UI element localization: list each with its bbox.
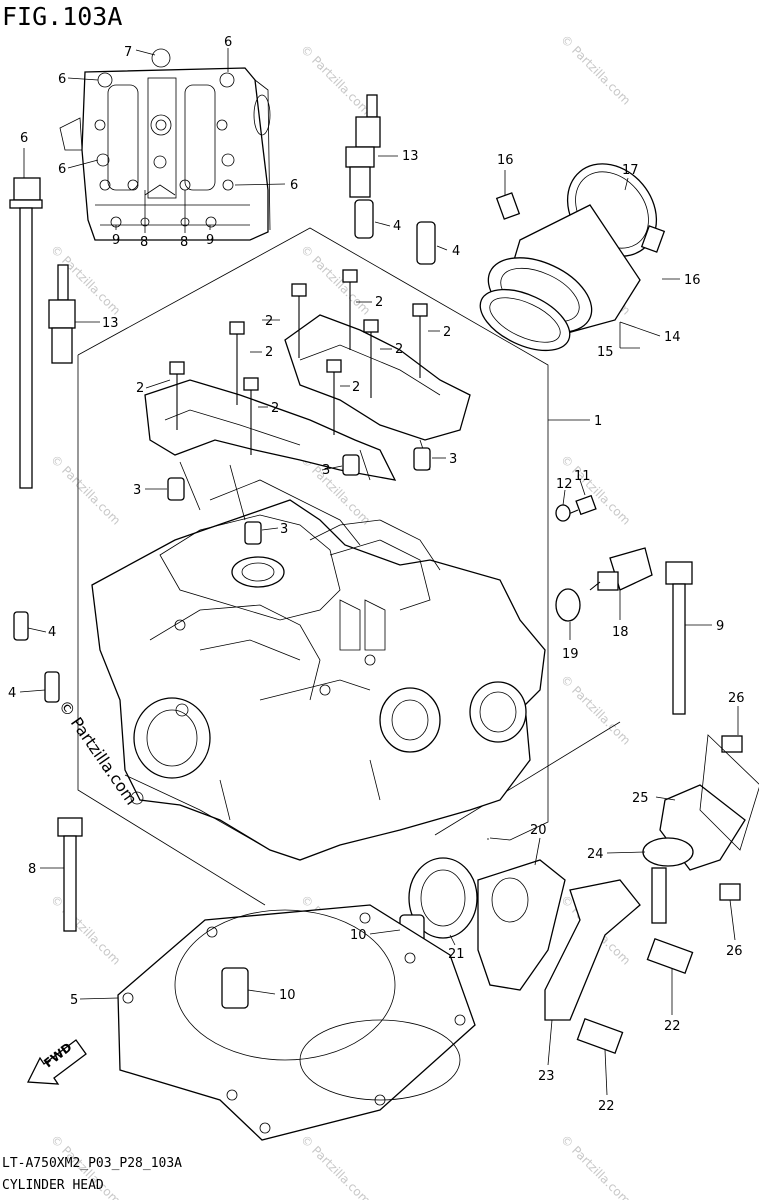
long-bolt-part-9	[665, 561, 693, 715]
callout-9: 9	[716, 619, 724, 634]
bolts-part-2	[169, 269, 428, 455]
callout-2: 2	[375, 295, 383, 310]
watermark-text: © Partzilla.com	[298, 42, 373, 117]
callout-8: 8	[28, 862, 36, 877]
watermark-text: © Partzilla.com	[48, 452, 123, 527]
cylinder-head-frame	[77, 227, 621, 906]
callout-13: 13	[402, 149, 419, 164]
callout-6: 6	[20, 131, 28, 146]
callout-20: 20	[530, 823, 547, 838]
camshaft-holder	[144, 314, 471, 521]
callout-4: 4	[393, 219, 401, 234]
watermark-text: © Partzilla.com	[298, 242, 373, 317]
callout-1: 1	[594, 414, 602, 429]
callout-11: 11	[574, 469, 591, 484]
leader-lines	[19, 48, 739, 1096]
callout-10: 10	[279, 988, 296, 1003]
callout-13: 13	[102, 316, 119, 331]
callout-4: 4	[452, 244, 460, 259]
spark-plug	[48, 94, 381, 364]
callout-16: 16	[497, 153, 514, 168]
callout-2: 2	[443, 325, 451, 340]
oil-jet-caps-part-4	[13, 199, 436, 703]
figure-name: CYLINDER HEAD	[2, 1178, 104, 1193]
callout-26: 26	[726, 944, 743, 959]
callout-6: 6	[58, 162, 66, 177]
figure-title: FIG.103A	[2, 2, 123, 31]
watermark-text: © Partzilla.com	[558, 32, 633, 107]
callout-3: 3	[280, 522, 288, 537]
long-bolt-part-6	[9, 177, 43, 489]
watermark-text: © Partzilla.com	[558, 672, 633, 747]
callout-6: 6	[290, 178, 298, 193]
watermark-text: © Partzilla.com	[298, 1132, 373, 1200]
callout-9: 9	[112, 233, 120, 248]
callout-16: 16	[684, 273, 701, 288]
callout-15: 15	[597, 345, 614, 360]
callout-2: 2	[265, 314, 273, 329]
callout-19: 19	[562, 647, 579, 662]
callout-3: 3	[449, 452, 457, 467]
long-bolt-part-8	[57, 817, 83, 932]
callout-3: 3	[133, 483, 141, 498]
callout-5: 5	[70, 993, 78, 1008]
callout-6: 6	[58, 72, 66, 87]
callout-22: 22	[664, 1019, 681, 1034]
cylinder-head-gasket	[117, 904, 476, 1141]
callout-2: 2	[136, 381, 144, 396]
callout-2: 2	[271, 401, 279, 416]
cylinder-head-body	[91, 479, 546, 861]
callout-2: 2	[352, 380, 360, 395]
callout-8: 8	[180, 235, 188, 250]
callout-24: 24	[587, 847, 604, 862]
callout-22: 22	[598, 1099, 615, 1114]
callout-14: 14	[664, 330, 681, 345]
dowels-part-3	[167, 447, 431, 545]
callout-2: 2	[265, 345, 273, 360]
callout-7: 7	[124, 45, 132, 60]
watermark-text: © Partzilla.com	[558, 1132, 633, 1200]
callout-8: 8	[140, 235, 148, 250]
intake-pipe	[479, 163, 666, 352]
drawing-code: LT-A750XM2_P03_P28_103A	[2, 1156, 183, 1171]
callout-26: 26	[728, 691, 745, 706]
cylinder-head-top-view	[59, 48, 271, 241]
callout-21: 21	[448, 947, 465, 962]
thermostat-assembly	[399, 857, 694, 1055]
callout-17: 17	[622, 163, 639, 178]
callout-12: 12	[556, 477, 573, 492]
callout-18: 18	[612, 625, 629, 640]
callout-25: 25	[632, 791, 649, 806]
callout-4: 4	[48, 625, 56, 640]
callout-labels: 7 6 6 6 6 6 9 8 8 9 13 13 16 17 16 4 4 1…	[8, 35, 745, 1114]
callout-9: 9	[206, 233, 214, 248]
callout-6: 6	[224, 35, 232, 50]
cam-chain-tensioner	[642, 734, 759, 924]
forward-arrow: FWD	[26, 1039, 87, 1085]
callout-3: 3	[322, 463, 330, 478]
callout-2: 2	[395, 342, 403, 357]
callout-4: 4	[8, 686, 16, 701]
watermark-text: © Partzilla.com	[48, 892, 123, 967]
temperature-sensor	[555, 494, 653, 622]
callout-23: 23	[538, 1069, 555, 1084]
callout-10: 10	[350, 928, 367, 943]
